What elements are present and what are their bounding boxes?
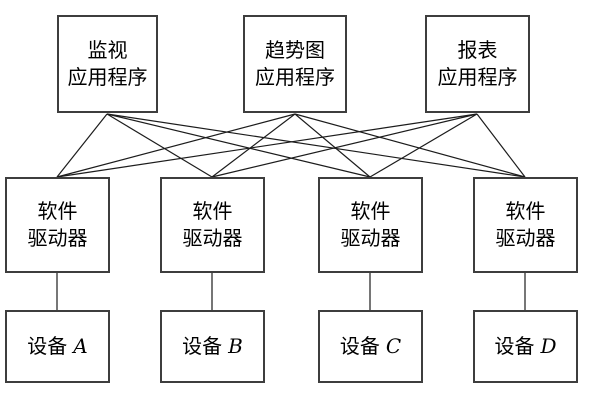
driver-label-line2: 驱动器 (27, 226, 88, 250)
device-label: 设备 A (27, 333, 87, 360)
device-label: 设备 B (182, 333, 243, 360)
device-label-text: 设备 (339, 334, 380, 358)
device-label-text: 设备 (494, 334, 535, 358)
driver-label-line2: 驱动器 (182, 226, 243, 250)
device-label-text: 设备 (182, 334, 223, 358)
driver-node-2: 软件 驱动器 (160, 177, 265, 273)
driver-label-line1: 软件 (37, 199, 78, 223)
app-node-report: 报表 应用程序 (425, 15, 530, 113)
app-label-line2: 应用程序 (437, 65, 518, 89)
app-label-line2: 应用程序 (255, 65, 335, 89)
app-label-line1: 监视 (87, 38, 128, 62)
device-letter: D (540, 334, 557, 358)
driver-label-line1: 软件 (192, 199, 233, 223)
driver-node-4: 软件 驱动器 (473, 177, 578, 273)
app-node-monitor: 监视 应用程序 (57, 15, 158, 113)
device-node-c: 设备 C (318, 310, 423, 383)
device-letter: A (73, 334, 88, 358)
driver-label-line1: 软件 (350, 199, 391, 223)
device-label: 设备 D (494, 333, 556, 360)
driver-node-1: 软件 驱动器 (5, 177, 110, 273)
app-label-line1: 报表 (457, 38, 498, 62)
driver-node-3: 软件 驱动器 (318, 177, 423, 273)
device-node-a: 设备 A (5, 310, 110, 383)
app-node-trend: 趋势图 应用程序 (243, 15, 347, 113)
device-letter: C (385, 334, 402, 358)
driver-label-line1: 软件 (505, 199, 546, 223)
device-label: 设备 C (340, 333, 401, 360)
driver-device-lines (56, 273, 526, 311)
device-node-d: 设备 D (473, 310, 578, 383)
driver-label-line2: 驱动器 (495, 226, 556, 250)
app-label-line2: 应用程序 (67, 65, 148, 89)
device-node-b: 设备 B (160, 310, 265, 383)
app-label-line1: 趋势图 (265, 38, 325, 62)
device-label-text: 设备 (27, 334, 68, 358)
device-letter: B (228, 334, 243, 358)
driver-label-line2: 驱动器 (340, 226, 401, 250)
app-driver-mesh-lines (56, 113, 526, 178)
